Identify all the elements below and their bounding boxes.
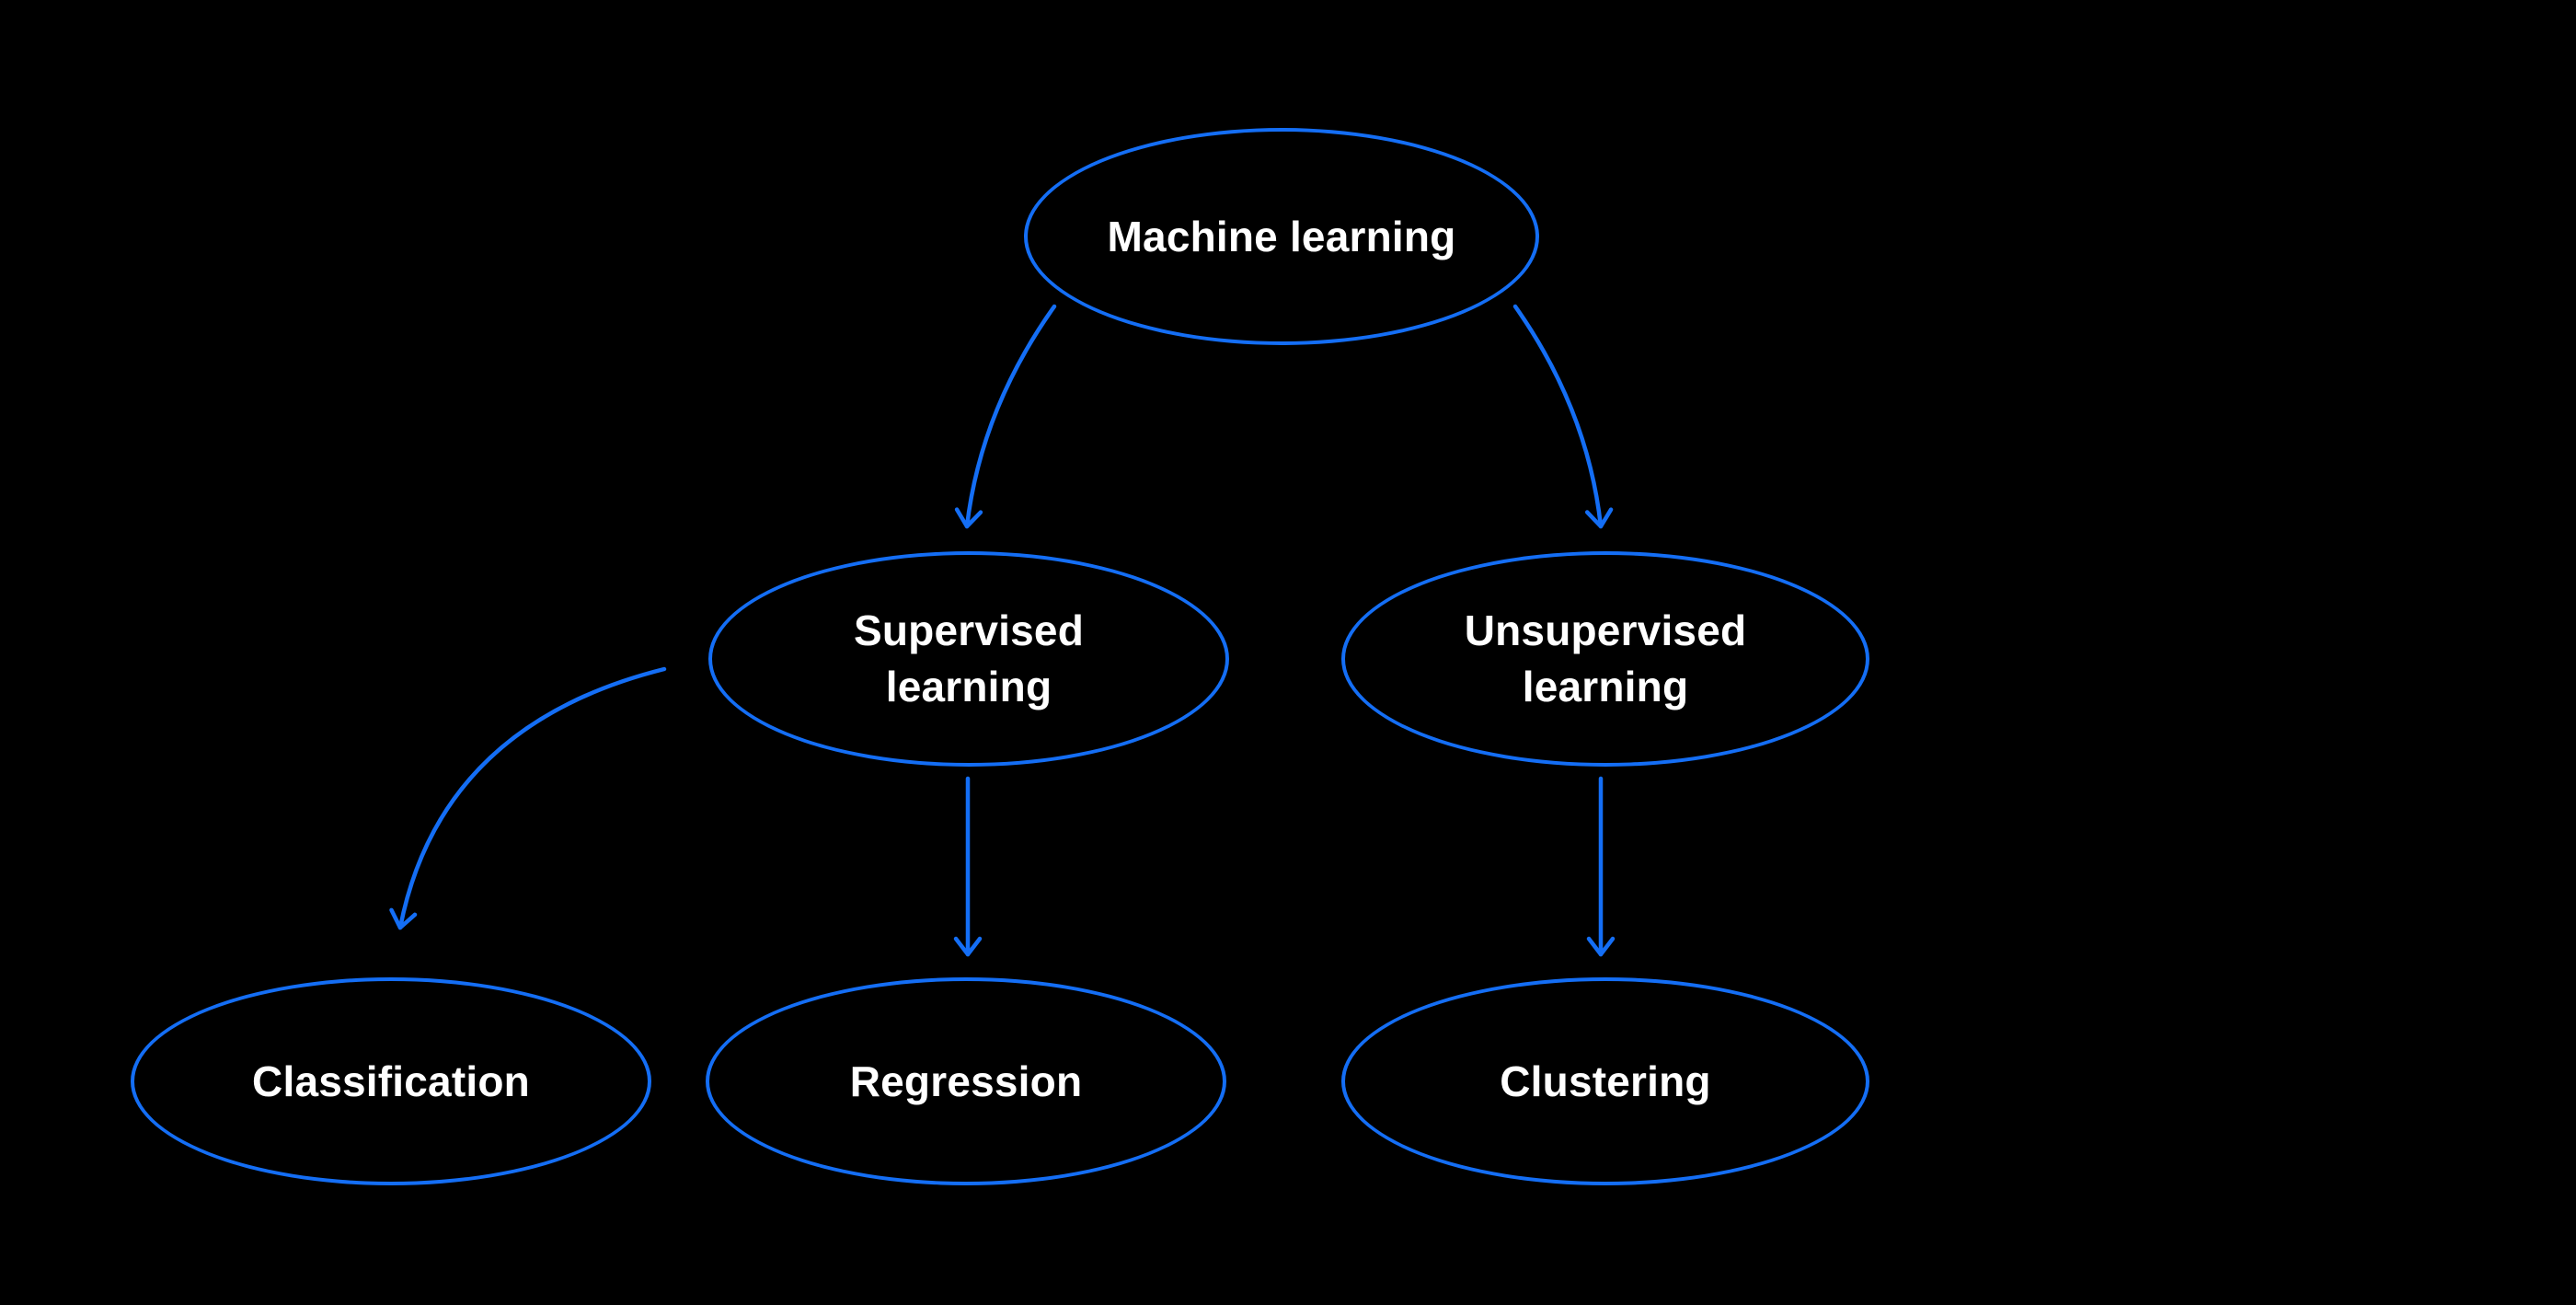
node-regression-label: Regression	[849, 1057, 1083, 1105]
edge-machine-learning-to-unsupervised-arrow	[1512, 304, 1614, 529]
node-machine-learning: Machine learning	[1024, 128, 1539, 345]
edge-machine-learning-to-supervised-arrow	[954, 304, 1057, 529]
node-unsupervised-learning-label: Unsupervised learning	[1464, 606, 1747, 710]
node-supervised-learning: Supervised learning	[708, 551, 1229, 767]
node-clustering: Clustering	[1341, 977, 1869, 1185]
node-machine-learning-label: Machine learning	[1107, 212, 1456, 260]
node-clustering-label: Clustering	[1500, 1057, 1711, 1105]
node-supervised-learning-label: Supervised learning	[854, 606, 1084, 710]
node-regression: Regression	[706, 977, 1226, 1185]
node-classification-label: Classification	[252, 1057, 530, 1105]
node-classification: Classification	[131, 977, 651, 1185]
edge-supervised-to-classification-arrow	[389, 666, 667, 930]
node-unsupervised-learning: Unsupervised learning	[1341, 551, 1869, 767]
